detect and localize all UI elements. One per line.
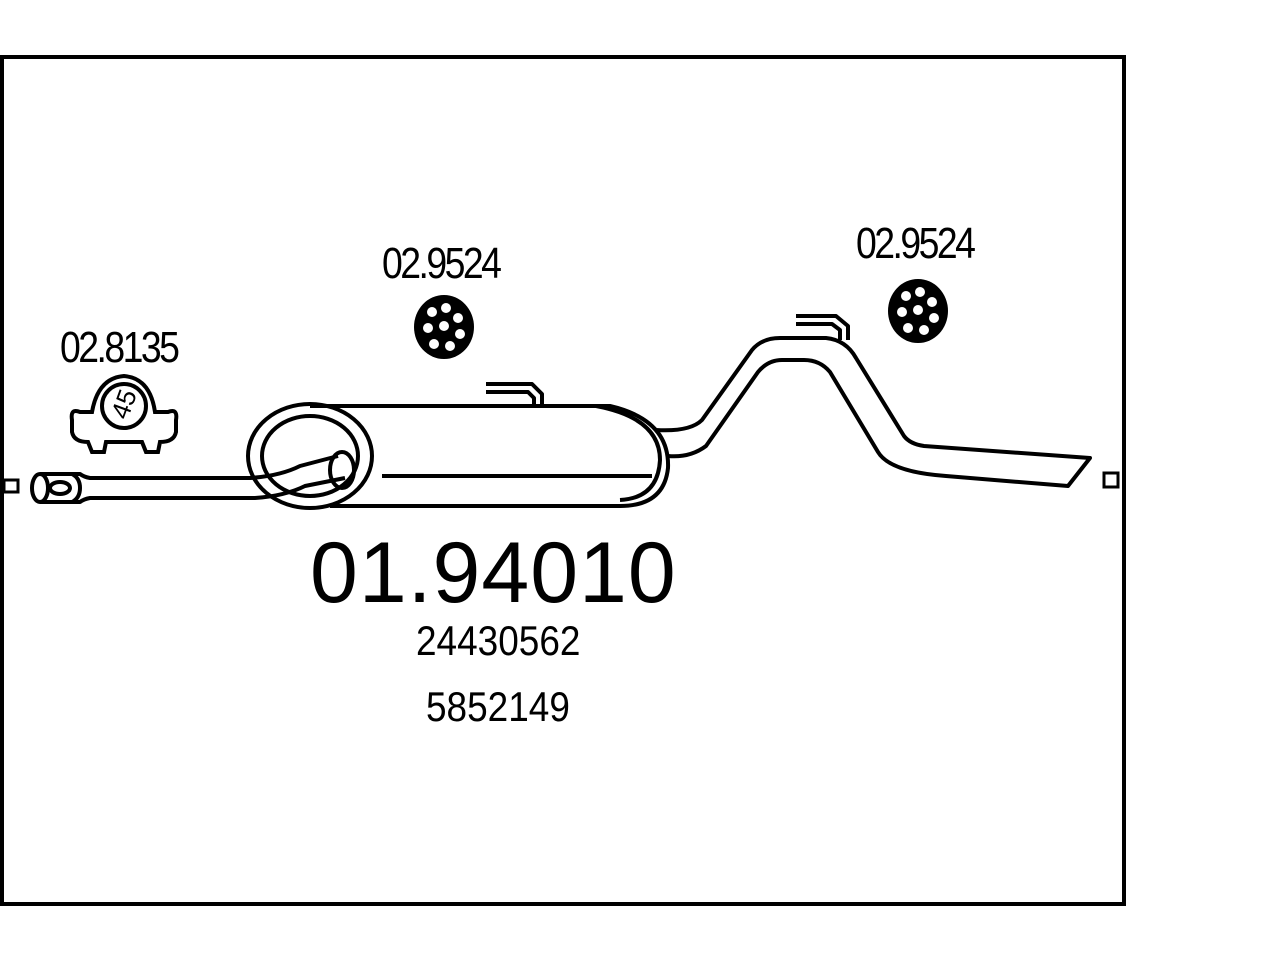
rubber-mount-icon — [414, 295, 474, 359]
rubber-mount-part-number: 02.9524 — [856, 219, 976, 268]
inlet-marker — [2, 478, 20, 494]
rubber-mount-part-number: 02.9524 — [382, 239, 502, 288]
clamp-icon — [69, 373, 179, 454]
oe-reference-number: 24430562 — [416, 617, 581, 664]
diagram-border — [0, 55, 1126, 906]
silencer-drawing — [30, 314, 1092, 510]
rubber-mount-icon — [888, 279, 948, 343]
clamp-part-number: 02.8135 — [60, 323, 180, 372]
main-part-number: 01.94010 — [310, 525, 677, 621]
oe-reference-number: 5852149 — [426, 683, 570, 730]
outlet-marker — [1102, 471, 1120, 489]
